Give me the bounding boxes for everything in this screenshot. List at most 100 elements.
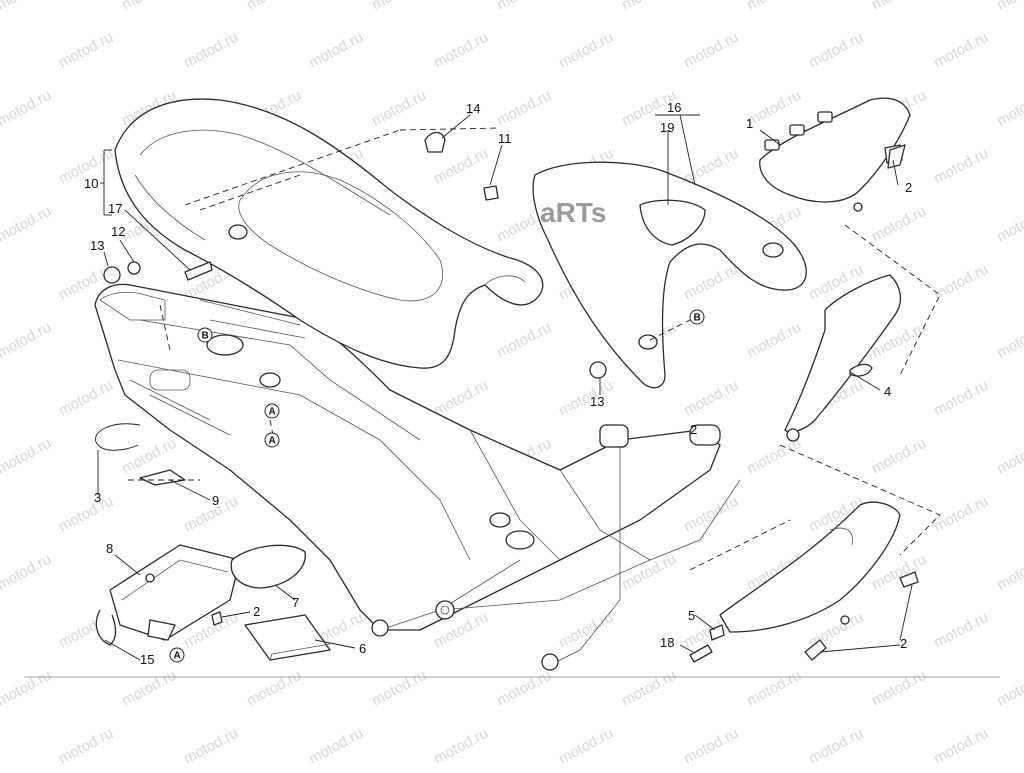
svg-text:B: B <box>202 331 209 342</box>
watermark-text: motod.ru <box>994 319 1024 362</box>
watermark-text: motod.ru <box>869 0 929 14</box>
watermark-text: motod.ru <box>56 377 116 420</box>
watermark-text: motod.ru <box>56 725 116 768</box>
latch <box>139 469 186 486</box>
callout-13-b: 13 <box>590 394 604 409</box>
watermark-text: motod.ru <box>494 87 554 130</box>
watermark-text: motod.ru <box>244 0 304 14</box>
watermark-text: motod.ru <box>431 29 491 72</box>
watermark-text: motod.ru <box>931 377 991 420</box>
callout-14: 14 <box>466 101 480 116</box>
watermark-text: motod.ru <box>556 29 616 72</box>
watermark-text: motod.ru <box>681 29 741 72</box>
watermark-text: motod.ru <box>306 725 366 768</box>
watermark-text: motod.ru <box>244 667 304 710</box>
callout-18: 18 <box>660 635 674 650</box>
callout-2-c: 2 <box>900 636 907 651</box>
callout-4: 4 <box>884 384 891 399</box>
callout-7: 7 <box>292 595 299 610</box>
callout-6: 6 <box>359 641 366 656</box>
watermark-text: motod.ru <box>869 203 929 246</box>
callout-19: 19 <box>660 120 674 135</box>
callout-2-d: 2 <box>690 422 697 437</box>
svg-text:B: B <box>694 313 701 324</box>
watermark-text: motod.ru <box>0 203 54 246</box>
watermark-text: motod.ru <box>181 29 241 72</box>
watermark-text: motod.ru <box>681 261 741 304</box>
reference-markers: A A A B B <box>169 309 705 663</box>
strap <box>95 609 117 646</box>
watermark-text: motod.ru <box>931 609 991 652</box>
watermark-text: motod.ru <box>56 29 116 72</box>
watermark-text: motod.ru <box>681 377 741 420</box>
callout-5: 5 <box>688 608 695 623</box>
watermark-text: motod.ru <box>994 203 1024 246</box>
watermark-text: motod.ru <box>806 29 866 72</box>
watermark-text: motod.ru <box>494 0 554 14</box>
callout-12: 12 <box>111 224 125 239</box>
watermark-text: motod.ru <box>931 493 991 536</box>
battery-tray <box>109 544 241 641</box>
seat-cowl: aRTs <box>532 161 807 389</box>
ref-marker-a-1: A <box>264 403 280 419</box>
watermark-text: motod.ru <box>619 0 679 14</box>
watermark-text: motod.ru <box>0 551 54 594</box>
watermark-text: motod.ru <box>0 87 54 130</box>
watermark-text: motod.ru <box>931 145 991 188</box>
watermark-text: motod.ru <box>556 377 616 420</box>
cable <box>95 423 141 451</box>
watermark-text: motod.ru <box>619 551 679 594</box>
watermark-text: motod.ru <box>806 725 866 768</box>
callout-15: 15 <box>140 652 154 667</box>
subframe <box>94 283 741 671</box>
watermark-text: motod.ru <box>431 377 491 420</box>
watermark-text: motod.ru <box>431 725 491 768</box>
side-panel-lower <box>784 274 902 442</box>
callout-1: 1 <box>746 116 753 131</box>
callout-16: 16 <box>667 100 681 115</box>
ref-marker-b-2: B <box>689 309 705 325</box>
fasteners <box>103 131 919 663</box>
reference-lines <box>128 127 941 571</box>
callout-8: 8 <box>106 541 113 556</box>
rider-seat <box>114 98 544 369</box>
svg-text:A: A <box>269 436 276 447</box>
callout-2-b: 2 <box>253 604 260 619</box>
watermark-text: motod.ru <box>681 493 741 536</box>
watermark-text: motod.ru <box>931 261 991 304</box>
watermark-text: motod.ru <box>56 493 116 536</box>
watermark-text: motod.ru <box>994 87 1024 130</box>
tail-fairing <box>719 501 901 633</box>
ref-marker-a-2: A <box>169 647 185 663</box>
leader-lines <box>97 114 913 661</box>
watermark-text: motod.ru <box>0 319 54 362</box>
side-panel-upper <box>759 97 911 212</box>
watermark-text: motod.ru <box>994 551 1024 594</box>
owner-manual <box>244 614 331 661</box>
watermark-text: motod.ru <box>0 667 54 710</box>
ref-marker-a-3: A <box>264 432 280 448</box>
watermark-text: motod.ru <box>494 667 554 710</box>
watermark-text: motod.ru <box>619 667 679 710</box>
artstore-logo: aRTs <box>540 197 606 228</box>
watermark-text: motod.ru <box>119 667 179 710</box>
watermark-text: motod.ru <box>869 435 929 478</box>
watermark-text: motod.ru <box>994 435 1024 478</box>
watermark-text: motod.ru <box>369 0 429 14</box>
watermark-text: motod.ru <box>744 0 804 14</box>
watermark-text: motod.ru <box>931 725 991 768</box>
watermark-text: motod.ru <box>369 667 429 710</box>
watermark-text: motod.ru <box>119 0 179 14</box>
svg-text:A: A <box>269 407 276 418</box>
watermark-text: motod.ru <box>181 725 241 768</box>
watermark-text: motod.ru <box>0 0 54 14</box>
watermark-text: motod.ru <box>744 319 804 362</box>
ref-marker-b-1: B <box>197 327 213 343</box>
callout-labels: 1 2 2 2 2 3 4 5 6 7 8 9 10 11 12 13 13 1… <box>84 100 912 667</box>
svg-text:A: A <box>174 651 181 662</box>
watermark-text: motod.ru <box>0 435 54 478</box>
callout-10: 10 <box>84 176 98 191</box>
callout-2-a: 2 <box>905 180 912 195</box>
watermark-text: motod.ru <box>931 29 991 72</box>
watermark-text: motod.ru <box>556 725 616 768</box>
